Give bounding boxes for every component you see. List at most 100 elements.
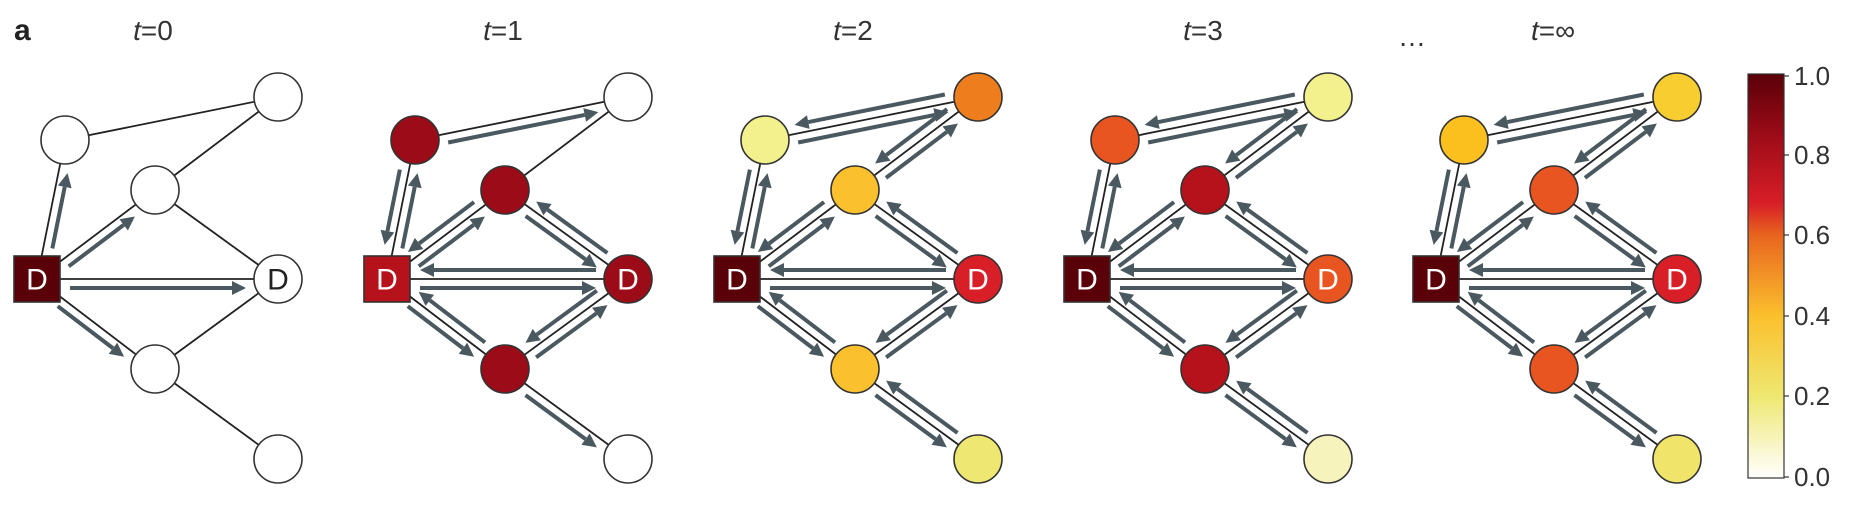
arrow-head: [1282, 281, 1296, 295]
arrow-n0-to-n2: [67, 216, 135, 268]
arrow-head: [1456, 237, 1473, 252]
node-n4: D: [1303, 254, 1353, 304]
ellipsis: …: [1398, 21, 1426, 52]
time-label: t=1: [483, 15, 523, 46]
colorbar-tick-label: 1.0: [1794, 61, 1830, 91]
node-n3: [953, 72, 1003, 122]
colorbar: 1.00.80.60.40.20.0: [1747, 61, 1830, 492]
arrow-n4-to-n2: [886, 201, 959, 255]
node-n5: [480, 344, 530, 394]
arrow-shaft: [767, 200, 826, 246]
arrow-n0-to-n1: [400, 173, 422, 249]
node-circle: [1652, 72, 1702, 122]
colorbar-tick-label: 0.8: [1794, 140, 1830, 170]
colorbar-ticks: 1.00.80.60.40.20.0: [1784, 61, 1830, 492]
arrow-n0-to-n2: [1117, 216, 1185, 268]
colorbar-tick-label: 0.4: [1794, 301, 1830, 331]
node-circle: [1529, 165, 1579, 215]
arrow-head: [1507, 342, 1524, 357]
node-label: D: [1317, 264, 1339, 297]
arrow-n5-to-n6: [1224, 393, 1297, 448]
edge-n2-n4: [1553, 189, 1678, 280]
arrow-head: [757, 237, 774, 252]
arrow-head: [581, 253, 597, 268]
node-circle: [1303, 72, 1353, 122]
arrow-shaft: [406, 304, 465, 350]
node-n3: [1303, 72, 1353, 122]
arrow-n0-to-n5: [1455, 304, 1524, 357]
arrow-shaft: [1224, 214, 1287, 261]
arrow-shaft: [447, 112, 586, 145]
node-circle: [40, 115, 90, 165]
arrows: [730, 92, 959, 448]
arrow-shaft: [1246, 387, 1309, 435]
arrow-n5-to-n0: [418, 291, 487, 345]
arrow-n5-to-n4: [1234, 305, 1308, 359]
arrow-shaft: [417, 200, 476, 246]
arrow-shaft: [767, 223, 825, 268]
arrow-n4-to-n5: [1574, 289, 1648, 343]
arrow-head: [525, 328, 541, 343]
arrow-n0-to-n1: [1100, 173, 1122, 249]
arrow-n0-to-n4: [70, 281, 246, 295]
arrow-shaft: [1573, 214, 1636, 261]
edge-n5-n6: [1204, 368, 1329, 460]
node-circle: [1529, 344, 1579, 394]
node-circle: [130, 344, 180, 394]
source-node-n0: D: [13, 255, 61, 303]
edge-n1-n3: [1463, 96, 1678, 141]
arrow-head: [407, 173, 422, 189]
node-circle: [480, 165, 530, 215]
arrow-head: [819, 216, 835, 231]
arrow-n6-to-n5: [886, 380, 959, 435]
node-n4: D: [1652, 254, 1702, 304]
arrow-n1-to-n0: [1080, 169, 1102, 245]
arrow-shaft: [874, 393, 937, 441]
arrow-n6-to-n5: [1236, 380, 1309, 435]
arrows: [1429, 92, 1658, 448]
arrow-n0-to-n5: [1106, 304, 1175, 357]
node-n6: [1652, 434, 1702, 484]
arrow-n0-to-n4: [420, 281, 596, 295]
edge-n2-n4: [154, 189, 279, 280]
arrow-shaft: [546, 208, 609, 255]
arrow-n4-to-n2: [1236, 201, 1309, 255]
arrow-head: [380, 229, 395, 245]
arrow-n5-to-n6: [524, 393, 597, 448]
arrow-shaft: [1449, 186, 1466, 249]
arrow-head: [932, 281, 946, 295]
arrow-head: [942, 123, 958, 138]
node-n1: [740, 115, 790, 165]
arrow-shaft: [896, 387, 959, 435]
arrow-head: [407, 237, 424, 252]
arrow-shaft: [1595, 208, 1658, 255]
arrow-shaft: [1583, 311, 1647, 359]
node-circle: [130, 165, 180, 215]
arrow-head: [1631, 281, 1645, 295]
arrow-head: [757, 173, 772, 189]
node-square: [1063, 255, 1111, 303]
arrow-n0-to-n2: [1466, 216, 1534, 268]
arrow-n1-to-n3: [447, 108, 599, 145]
arrow-head: [942, 305, 958, 320]
arrow-n4-to-n0: [1120, 263, 1296, 277]
node-n1: [40, 115, 90, 165]
node-n5: [1529, 344, 1579, 394]
node-n2: [480, 165, 530, 215]
arrow-head: [1469, 263, 1483, 277]
arrow-head: [1236, 380, 1252, 395]
node-circle: [253, 434, 303, 484]
arrow-n1-to-n0: [380, 169, 402, 245]
arrow-shaft: [1157, 92, 1296, 125]
arrow-n3-to-n2: [1225, 107, 1299, 164]
node-n5: [1180, 344, 1230, 394]
node-n3: [603, 72, 653, 122]
node-n1: [1090, 115, 1140, 165]
node-circle: [1180, 165, 1230, 215]
node-square: [13, 255, 61, 303]
